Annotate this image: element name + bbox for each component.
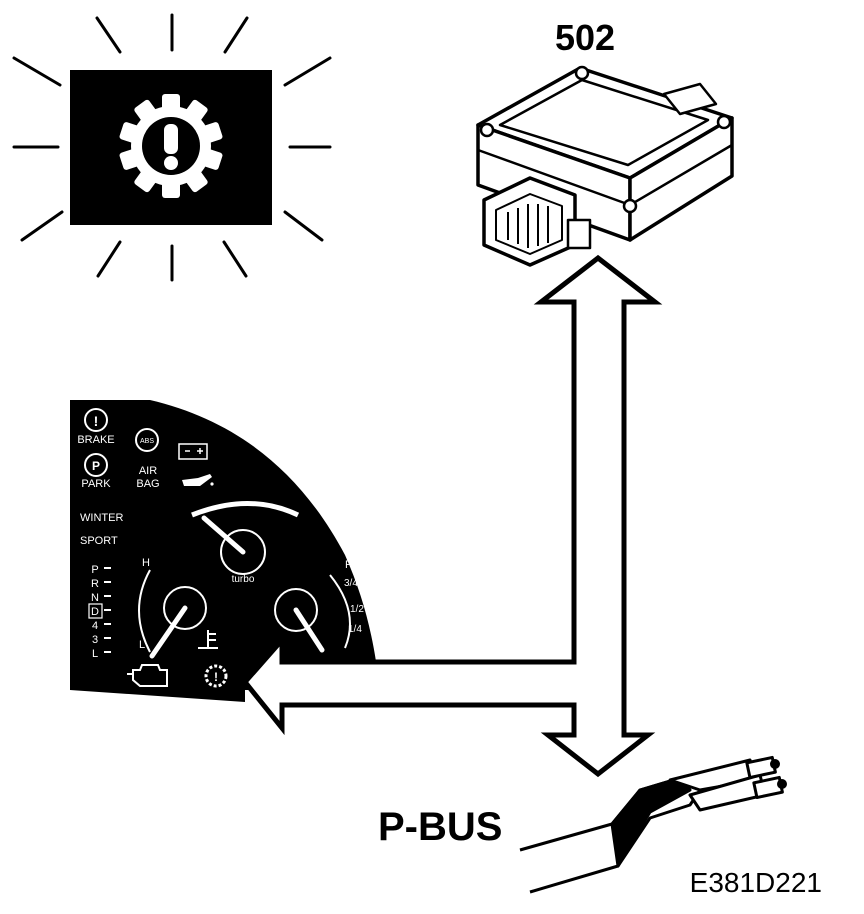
p-bus-cable-icon <box>519 755 787 894</box>
module-number-label: 502 <box>555 17 615 58</box>
gear-d: D <box>91 606 99 618</box>
gear-4: 4 <box>92 620 98 632</box>
fuel-quarter-label: 1/4 <box>348 624 362 635</box>
abs-warning-icon <box>135 428 159 452</box>
brake-warning-icon <box>84 408 108 432</box>
figure-code-label: E381D221 <box>690 867 822 898</box>
sport-label: SPORT <box>80 535 118 547</box>
bag-label: BAG <box>136 478 159 490</box>
abs-label: ABS <box>140 438 154 445</box>
gear-indicator: P R N D 4 3 L <box>88 564 111 660</box>
svg-text:P: P <box>92 459 100 473</box>
svg-text:!: ! <box>94 413 99 429</box>
gear-n: N <box>91 592 99 604</box>
oil-pressure-icon <box>182 474 214 486</box>
gear-3: 3 <box>92 634 98 646</box>
temp-hot-label: H <box>142 557 150 569</box>
temperature-gauge: H L <box>138 557 218 659</box>
gear-warning-indicator-icon: ! <box>204 664 228 688</box>
fuel-three-quarter-label: 3/4 <box>344 578 358 589</box>
brake-label: BRAKE <box>77 434 114 446</box>
control-module-icon <box>476 65 734 267</box>
park-label: PARK <box>81 478 111 490</box>
gear-p: P <box>91 564 98 576</box>
coolant-icon <box>198 630 218 649</box>
air-label: AIR <box>139 465 157 477</box>
parking-brake-icon <box>84 453 108 477</box>
gear-r: R <box>91 578 99 590</box>
gear-l: L <box>92 648 98 660</box>
gear-warning-symbol <box>119 94 223 198</box>
fuel-half-label: 1/2 <box>350 604 364 615</box>
fuel-full-label: F <box>345 559 352 571</box>
winter-label: WINTER <box>80 512 123 524</box>
check-engine-icon <box>127 664 168 687</box>
bidirectional-arrow <box>241 254 663 778</box>
cluster-body <box>70 400 380 702</box>
temp-low-label: L <box>139 639 145 651</box>
svg-text:!: ! <box>214 670 218 684</box>
flash-rays <box>12 13 332 282</box>
turbo-gauge: turbo <box>191 501 300 585</box>
battery-icon <box>178 443 208 460</box>
fuel-gauge: F 3/4 1/2 1/4 <box>274 559 364 653</box>
warning-lamp-icon <box>12 13 332 282</box>
instrument-cluster-icon: ! BRAKE P PARK ABS AIR BAG WINTER SPORT <box>70 400 380 702</box>
turbo-label: turbo <box>232 574 255 585</box>
communication-arrows <box>241 254 663 778</box>
bus-name-label: P-BUS <box>378 805 502 849</box>
